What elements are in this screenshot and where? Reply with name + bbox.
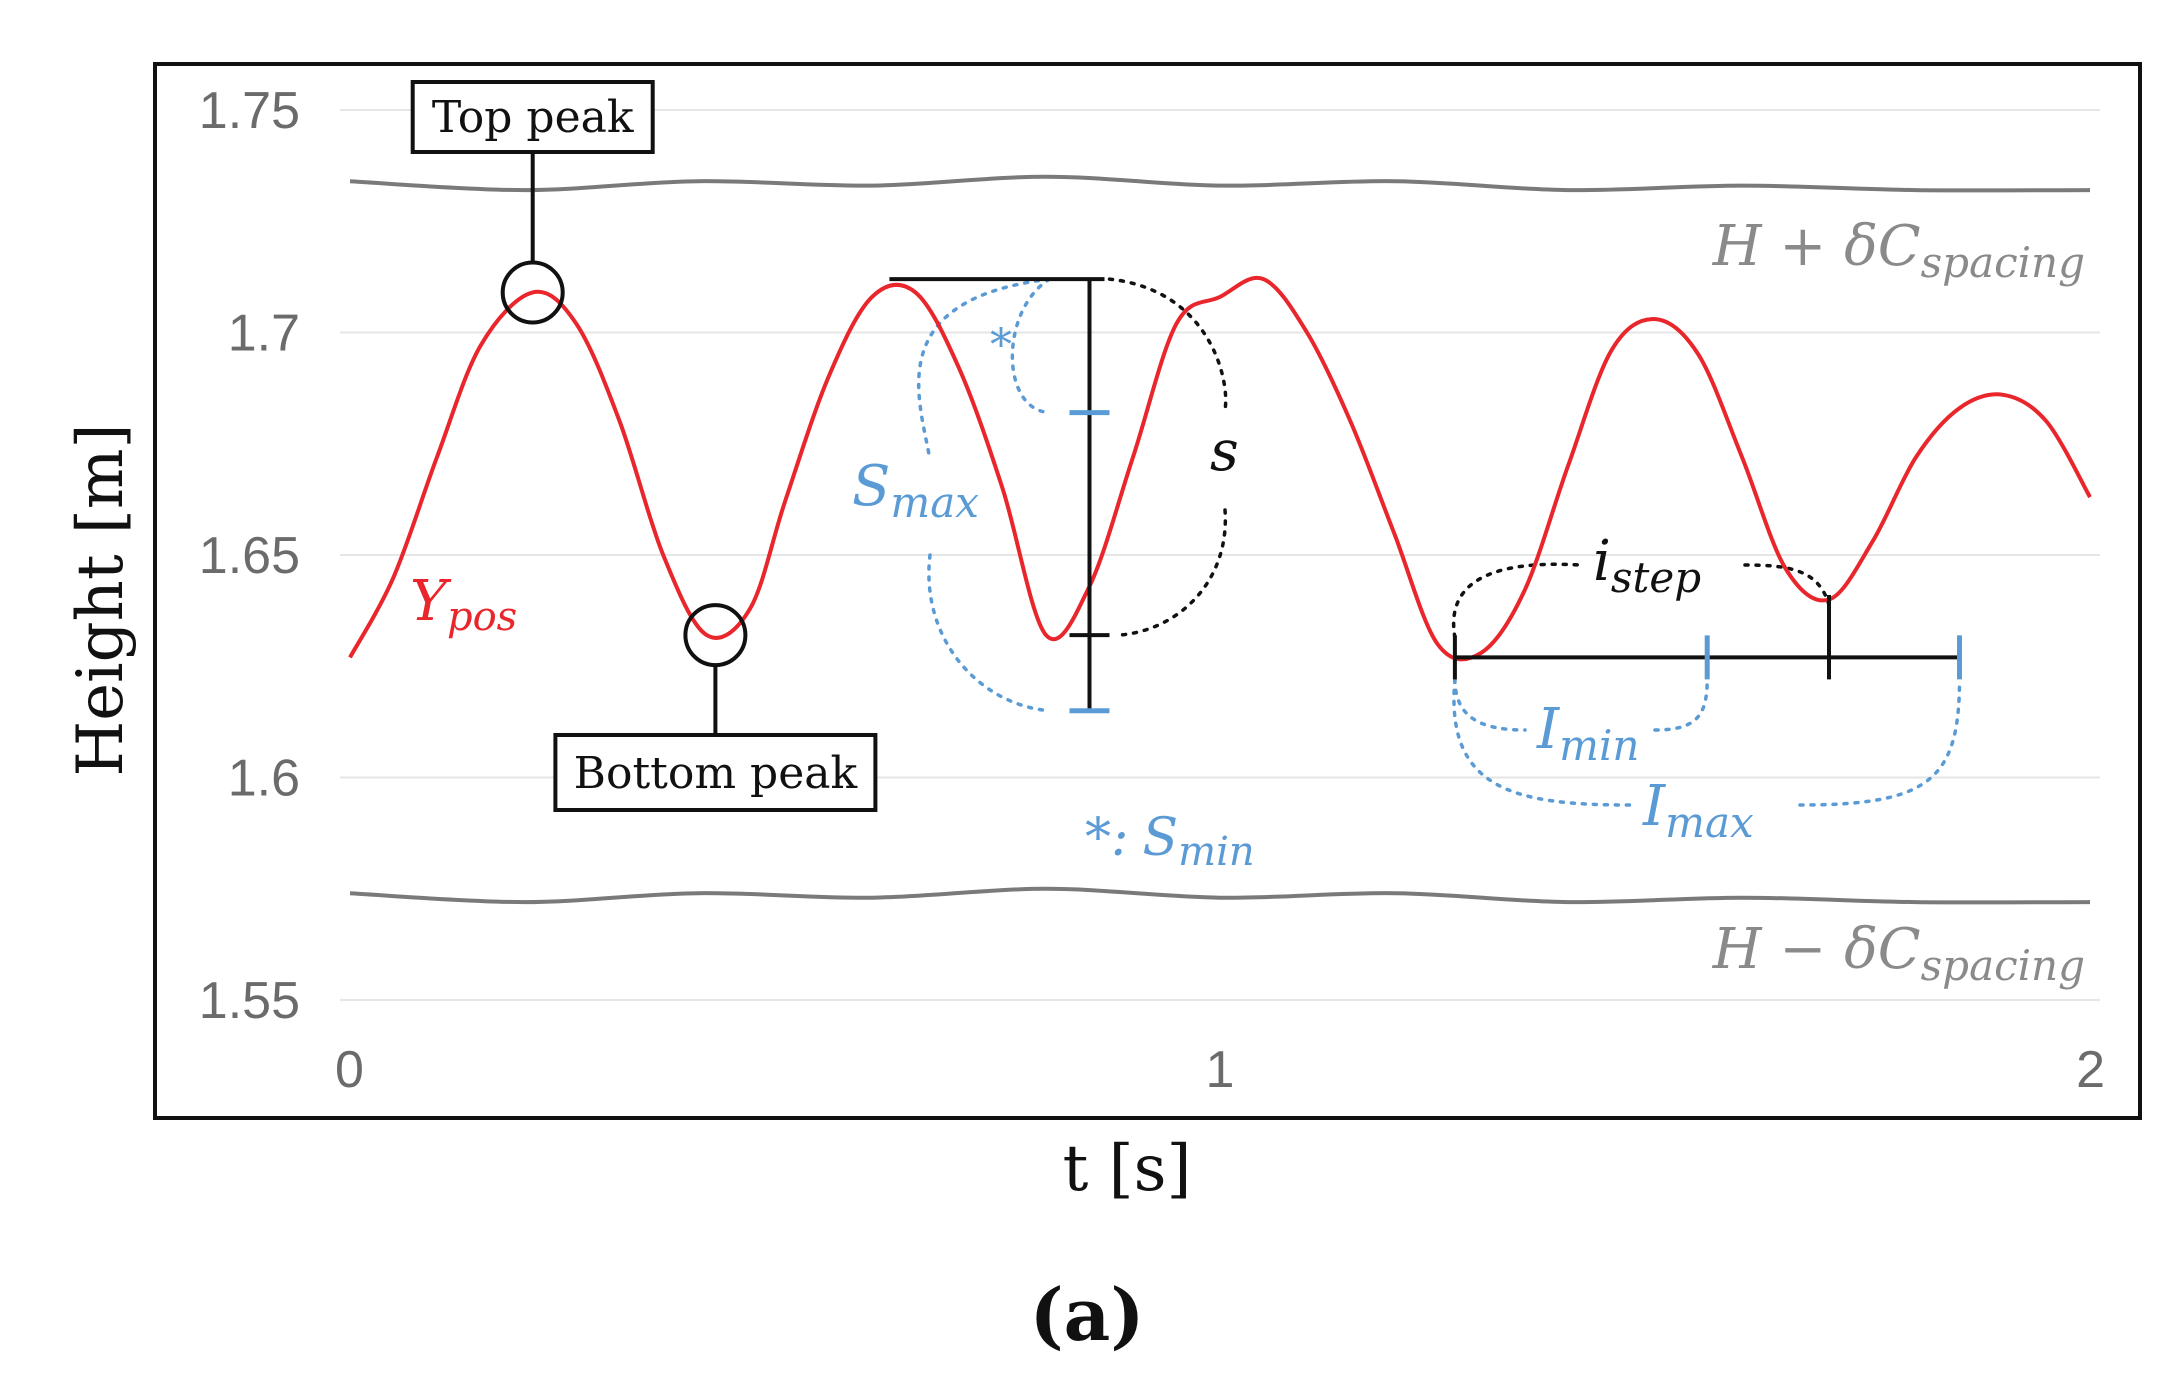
istep-label: istep [1593, 529, 1701, 602]
y-tick-label-2: 1.65 [199, 527, 300, 585]
smin-arc [1010, 277, 1052, 415]
smin-note: *:Smin [1085, 808, 1255, 875]
s-label: s [1210, 419, 1239, 484]
annotation-dotted-arcs [916, 277, 1962, 807]
bottom-peak-box [553, 733, 878, 812]
top-peak-box [410, 80, 655, 154]
y-tick-label-4: 1.55 [199, 972, 300, 1030]
lower-bound-label: H − δCspacing [1712, 917, 2085, 990]
imax-label: Imax [1642, 774, 1754, 847]
ypos-label: Ypos [410, 569, 517, 640]
upper-bound-label: H + δCspacing [1712, 214, 2085, 287]
s-arc-lower [1117, 508, 1228, 637]
y-axis-ticks: 1.75 1.7 1.65 1.6 1.55 [199, 82, 300, 1030]
x-tick-label-1: 1 [1206, 1041, 1235, 1099]
imin-arc-right [1653, 677, 1709, 732]
smax-arc-upper [916, 277, 1052, 462]
upper-bound-line [349, 174, 2091, 193]
ypos-line [348, 275, 2092, 662]
y-tick-label-3: 1.6 [228, 750, 300, 808]
panel-label: (a) [1030, 1272, 1145, 1357]
x-tick-label-0: 0 [335, 1041, 364, 1099]
y-axis-title: Height [m] [64, 423, 138, 776]
smax-arc-lower [927, 553, 1052, 713]
istep-arc-left [1451, 562, 1582, 640]
plot-frame [153, 62, 2142, 1120]
x-axis-ticks: 0 1 2 [335, 1041, 2105, 1099]
imax-arc-right [1798, 677, 1962, 807]
top-peak-marker [500, 260, 565, 325]
lower-bound-line [349, 886, 2091, 905]
s-arc-upper [1107, 277, 1228, 412]
star-label: * [990, 320, 1012, 371]
series [348, 275, 2092, 662]
y-tick-label-0: 1.75 [199, 82, 300, 140]
bottom-peak-marker [683, 603, 748, 668]
top-peak-label: Top peak [432, 92, 634, 143]
istep-arc-right [1743, 563, 1831, 607]
smax-label: Smax [852, 454, 979, 527]
x-axis-title: t [s] [1063, 1132, 1192, 1206]
bottom-peak-label: Bottom peak [574, 748, 858, 799]
bounds [349, 174, 2091, 905]
imin-label: Imin [1536, 697, 1639, 770]
x-tick-label-2: 2 [2076, 1041, 2105, 1099]
y-tick-label-1: 1.7 [228, 305, 300, 363]
imin-arc-left [1453, 677, 1527, 732]
